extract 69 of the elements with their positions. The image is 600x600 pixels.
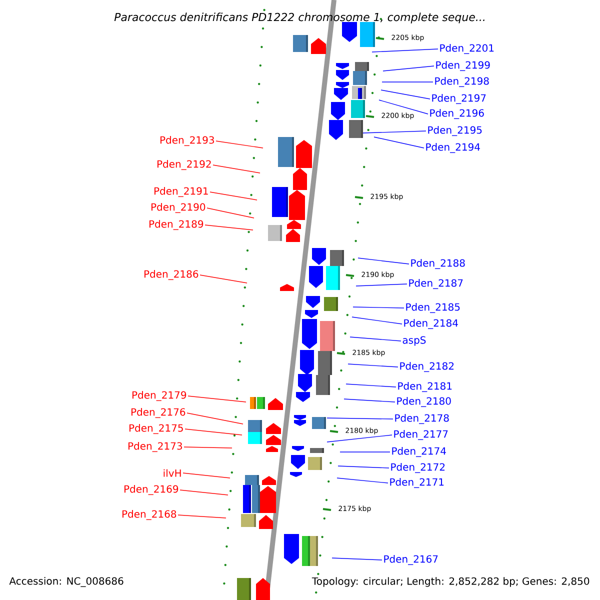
leader-line	[184, 446, 232, 448]
gene-label: Pden_2174	[392, 447, 446, 457]
gene-label: Pden_2192	[157, 160, 211, 170]
leader-line	[346, 384, 396, 388]
leader-line	[212, 164, 260, 174]
accession-text: Accession: NC_008686	[8, 576, 125, 588]
leader-line	[210, 192, 258, 200]
gene-label: ilvH	[164, 469, 181, 477]
title: Paracoccus denitrificans PD1222 chromosome 1, complete seque...	[114, 12, 484, 24]
gene-label: Pden_2172	[391, 463, 445, 473]
gene-label: Pden_2182	[400, 362, 454, 372]
gene-label: Pden_2171	[390, 478, 444, 488]
gene-label: Pden_2173	[128, 442, 182, 452]
leader-line	[372, 48, 438, 52]
summary-text: Topology: circular; Length: 2,852,282 bp; Genes: 2,850	[310, 576, 591, 588]
gene-label: Pden_2193	[160, 136, 214, 146]
leader-line	[180, 490, 228, 496]
gene-label: Pden_2195	[428, 126, 482, 136]
gene-label: Pden_2198	[435, 77, 489, 87]
gene-label: Pden_2197	[432, 94, 486, 104]
gene-label: Pden_2177	[394, 430, 448, 440]
leader-line	[380, 90, 430, 100]
leader-line	[178, 514, 226, 518]
leader-line	[332, 558, 382, 560]
gene-label: Pden_2180	[397, 397, 451, 407]
gene-label: Pden_2185	[406, 303, 460, 313]
gene-label: Pden_2199	[436, 61, 490, 71]
leader-line	[216, 140, 264, 148]
leader-line	[326, 418, 394, 420]
gene-label: Pden_2196	[430, 109, 484, 119]
leader-line	[348, 364, 398, 368]
gene-label: Pden_2186	[144, 270, 198, 280]
gene-label: aspS	[402, 336, 426, 346]
leader-line	[188, 396, 246, 402]
gene-label: Pden_2191	[154, 187, 208, 197]
gene-label: Pden_2169	[124, 485, 178, 495]
gene-label: Pden_2168	[122, 510, 176, 520]
gene-label: Pden_2178	[395, 414, 449, 424]
gene-label: Pden_2175	[129, 424, 183, 434]
gene-label: Pden_2167	[384, 555, 438, 565]
leader-line	[350, 336, 402, 342]
gene-label: Pden_2201	[440, 44, 494, 54]
leader-line	[186, 412, 244, 424]
gene-label: Pden_2181	[398, 382, 452, 392]
leader-line	[382, 66, 434, 72]
gene-label: Pden_2176	[131, 408, 186, 418]
gene-label: Pden_2189	[149, 220, 204, 230]
leader-line	[352, 306, 404, 308]
leader-line	[374, 136, 424, 148]
leader-line	[378, 100, 428, 114]
gene-label: Pden_2194	[426, 143, 480, 153]
gene-label: Pden_2188	[411, 259, 465, 269]
leader-line	[184, 428, 242, 436]
leader-line	[352, 316, 402, 324]
leader-line	[362, 130, 426, 134]
leader-line	[336, 478, 388, 484]
leader-line	[358, 258, 410, 264]
gene-label: Pden_2179	[132, 391, 186, 401]
gene-label: Pden_2190	[151, 203, 206, 213]
leader-line	[206, 208, 254, 218]
leader-line	[182, 472, 230, 478]
leader-line	[356, 284, 408, 286]
leader-line	[200, 274, 248, 284]
leader-line	[344, 398, 396, 402]
gene-label: Pden_2184	[404, 319, 458, 329]
gene-label: Pden_2187	[409, 279, 463, 289]
leader-line	[338, 466, 390, 468]
leader-line	[326, 434, 392, 442]
leader-line	[204, 224, 254, 230]
